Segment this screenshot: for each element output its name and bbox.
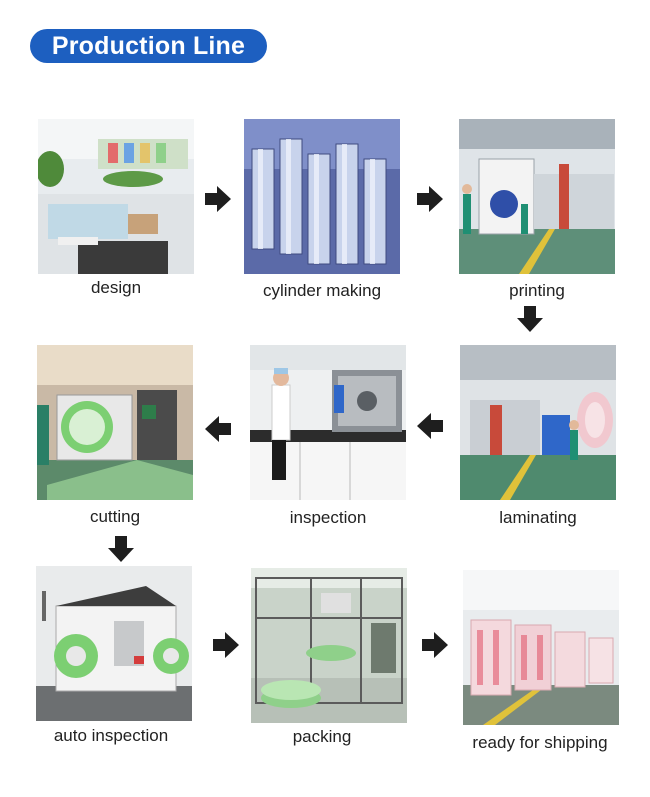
arrow-icon [517,306,543,332]
step-label-cutting: cutting [89,507,141,526]
arrow-icon [213,632,239,658]
arrow-icon [108,536,134,562]
step-photo-inspection [250,345,406,500]
arrow-icon [205,186,231,212]
step-photo-laminating [460,345,616,500]
step-photo-cutting [37,345,193,500]
arrow-icon [422,632,448,658]
arrow-icon [417,413,443,439]
step-label-laminating: laminating [499,508,577,527]
page-title: Production Line [30,29,267,63]
step-label-printing: printing [509,281,565,300]
step-photo-printing [459,119,615,274]
step-photo-ready-for-shipping [463,570,619,725]
step-photo-packing [251,568,407,723]
arrow-icon [205,416,231,442]
step-label-packing: packing [292,727,352,746]
arrow-icon [417,186,443,212]
step-label-auto-inspection: auto inspection [53,726,169,745]
step-label-inspection: inspection [289,508,367,527]
step-photo-cylinder-making [244,119,400,274]
step-photo-auto-inspection [36,566,192,721]
step-label-ready-for-shipping: ready for shipping [472,733,608,752]
step-label-cylinder-making: cylinder making [262,281,382,300]
step-label-design: design [90,278,142,297]
step-photo-design [38,119,194,274]
